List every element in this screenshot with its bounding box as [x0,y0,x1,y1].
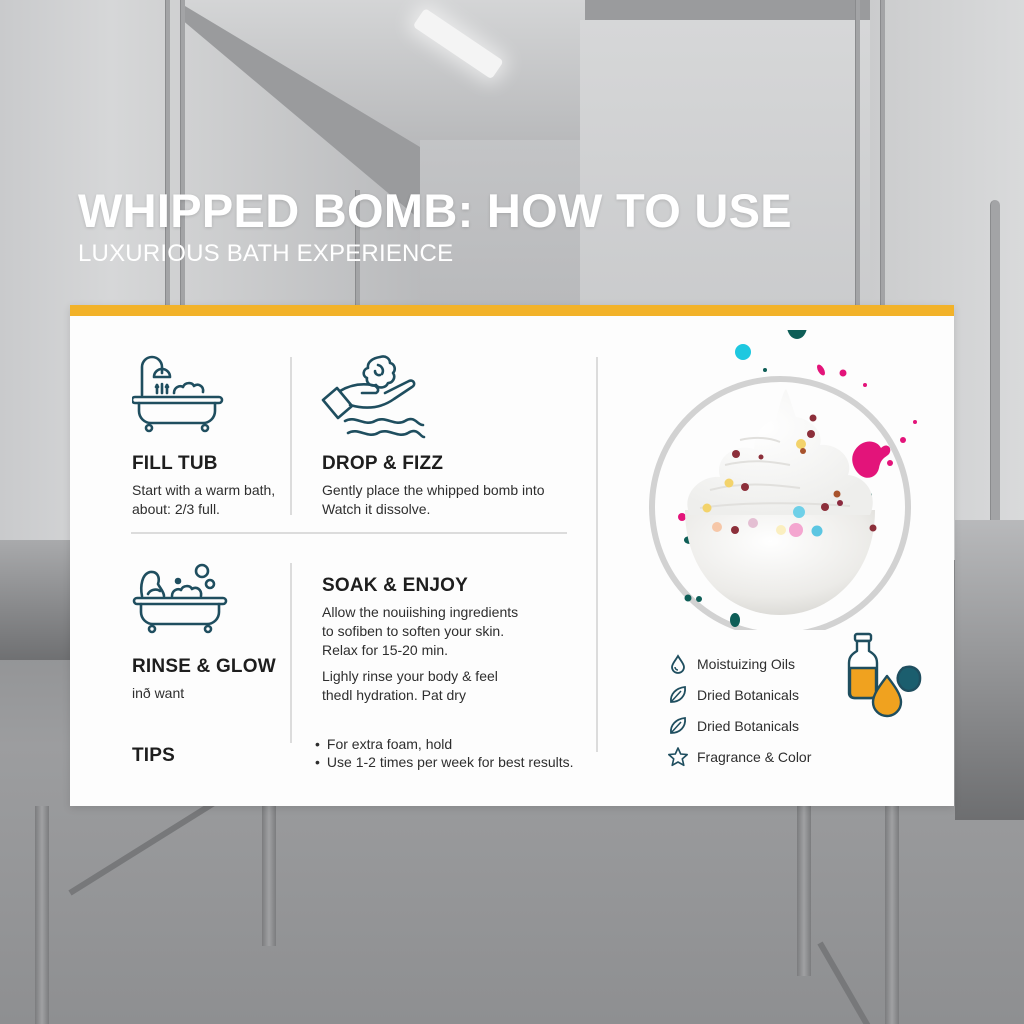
wall-pipe [165,0,170,560]
ingredient-label: Dried Botanicals [697,717,799,734]
step-description-line: Relax for 15-20 min. [322,642,449,658]
step-description-line: inð want [132,685,185,701]
step-title: DROP & FIZZ [322,453,444,474]
page-subtitle: LUXURIOUS BATH EXPERIENCE [78,240,454,267]
step-title: SOAK & ENJOY [322,575,468,596]
step-description-line: thedl hydration. Pat dry [322,687,466,703]
instructions-card: FILL TUB Start with a warm bath, about: … [70,305,954,806]
ingredient-item: Fragrance & Color [667,741,811,772]
step-title: FILL TUB [132,453,218,474]
step-description-line: Watch it dissolve. [322,501,431,517]
whipped-bomb-image [649,330,917,630]
step-description-line: to sofiben to soften your skin. [322,623,505,639]
divider-vertical [290,563,292,743]
page-title: WHIPPED BOMB: HOW TO USE [78,184,792,237]
leaf-icon [667,715,689,737]
bathtub-shower-icon [132,355,224,433]
table-leg [35,806,49,1024]
steel-counter-right [955,520,1024,820]
step-description-line: Lighly rinse your body & feel [322,668,498,684]
ingredient-item: Dried Botanicals [667,679,811,710]
step-description-extra: Lighly rinse your body & feel thedl hydr… [322,667,498,705]
table-leg [262,806,276,946]
droplet-icon [667,653,689,675]
step-description: inð want [132,684,184,703]
frame-ring [649,376,911,630]
star-icon [667,746,689,768]
step-description-line: Allow the nouiishing ingredients [322,604,519,620]
oil-bottle-drops-icon [847,632,922,718]
step-title: RINSE & GLOW [132,656,276,677]
tip-item: Use 1-2 times per week for best results. [315,753,574,771]
wall-pipe [855,0,860,560]
wall-pipe [990,200,1000,560]
dried-botanicals [731,414,877,534]
bomb-base [685,510,875,615]
ingredient-label: Fragrance & Color [697,748,812,765]
hand-bomb-water-icon [321,355,426,439]
steel-counter-left [0,540,75,660]
wall-pipe [880,0,885,560]
person-bathtub-bubbles-icon [132,563,228,634]
step-description-line: about: 2/3 full. [132,501,220,517]
tip-item: For extra foam, hold [315,735,574,753]
sprinkles [702,439,843,537]
tips-list: For extra foam, hold Use 1-2 times per w… [315,735,574,771]
divider-vertical [596,357,598,752]
step-description: Start with a warm bath, about: 2/3 full. [132,481,275,519]
step-description-line: Start with a warm bath, [132,482,276,498]
table-leg [885,806,899,1024]
ingredient-item: Moistuizing Oils [667,648,811,679]
divider-vertical [290,357,292,515]
step-description: Gently place the whipped bomb into Watch… [322,481,545,519]
ingredient-label: Moistuizing Oils [697,655,796,672]
leaf-icon [667,684,689,706]
table-leg [797,806,811,976]
wall-pipe [180,0,185,560]
whipped-cream-top [687,389,873,515]
card-accent-bar [70,305,954,316]
ingredient-label: Dried Botanicals [697,686,799,703]
divider-horizontal [131,532,567,534]
step-description-line: Gently place the whipped bomb into [322,482,545,498]
ingredient-item: Dried Botanicals [667,710,811,741]
tips-title: TIPS [132,745,176,766]
ingredients-list: Moistuizing Oils Dried Botanicals Dried … [667,648,811,772]
step-description: Allow the nouiishing ingredients to sofi… [322,603,518,660]
